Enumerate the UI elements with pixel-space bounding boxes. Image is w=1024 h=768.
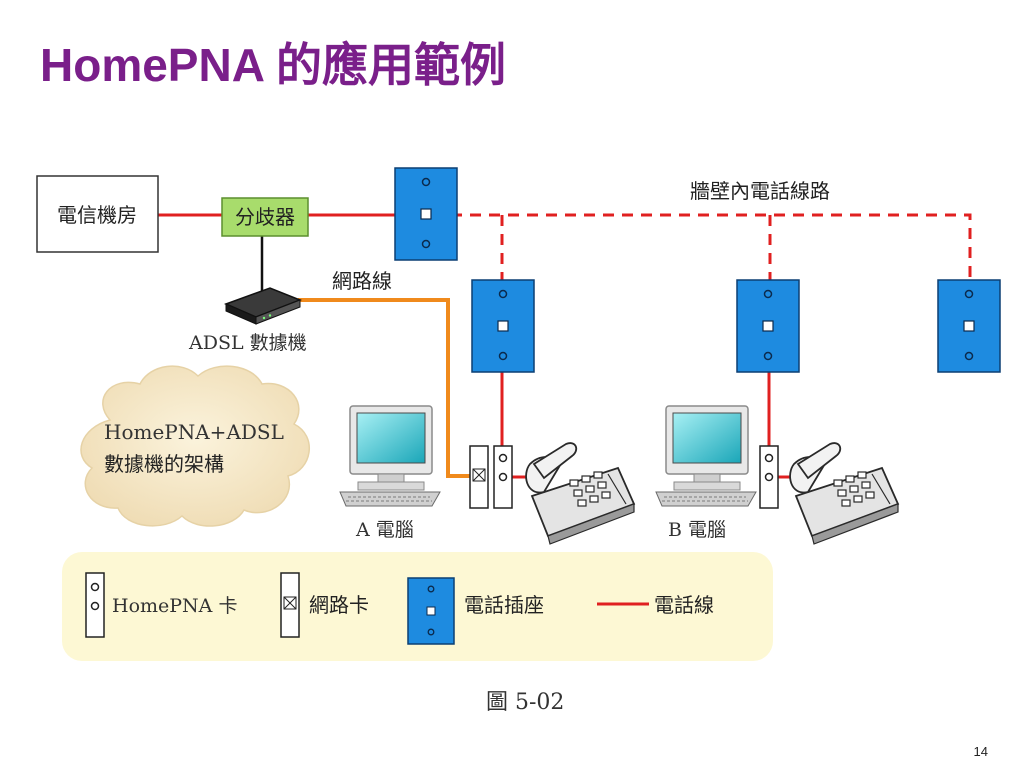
- legend-homepna-card-icon: [85, 572, 105, 638]
- in-wall-phone-line-label: 牆壁內電話線路: [690, 179, 830, 203]
- adsl-modem-icon: [223, 287, 303, 325]
- cloud-line-2: 數據機的架構: [104, 452, 224, 476]
- adsl-modem-label: ADSL 數據機: [188, 332, 307, 354]
- in-wall-phone-line: [432, 213, 972, 282]
- phone-jack-a: [471, 279, 535, 373]
- legend-homepna-card-label: HomePNA 卡: [112, 595, 237, 617]
- page-title: HomePNA 的應用範例: [40, 39, 506, 91]
- computer-b-icon: [655, 405, 757, 507]
- network-cable: [298, 298, 474, 478]
- telecom-room-label: 電信機房: [57, 203, 137, 227]
- computer-a-label: A 電腦: [355, 519, 414, 541]
- computer-a-icon: [339, 405, 441, 507]
- network-card-icon-a: [469, 445, 489, 509]
- telephone-a-icon: [525, 442, 635, 545]
- legend-phone-jack-label: 電話插座: [464, 593, 544, 617]
- computer-b-label: B 電腦: [668, 519, 726, 541]
- phone-jack-c: [937, 279, 1001, 373]
- legend-network-card-label: 網路卡: [309, 593, 369, 617]
- legend-phone-jack-icon: [407, 577, 455, 645]
- phone-jack-main: [394, 167, 458, 261]
- page-number: 14: [973, 744, 988, 759]
- architecture-cloud: [80, 365, 310, 527]
- phone-jack-b: [736, 279, 800, 373]
- telephone-b-icon: [789, 442, 899, 545]
- cloud-line-1: HomePNA+ADSL: [104, 420, 284, 444]
- network-cable-label: 網路線: [332, 269, 392, 293]
- figure-caption: 圖 5-02: [486, 690, 565, 715]
- legend-network-card-icon: [280, 572, 300, 638]
- legend-phone-line-label: 電話線: [654, 593, 714, 617]
- homepna-card-icon-a: [493, 445, 513, 509]
- splitter-box: [221, 197, 309, 237]
- telecom-room-box: [36, 175, 159, 253]
- splitter-label: 分歧器: [235, 205, 295, 229]
- homepna-card-icon-b: [759, 445, 779, 509]
